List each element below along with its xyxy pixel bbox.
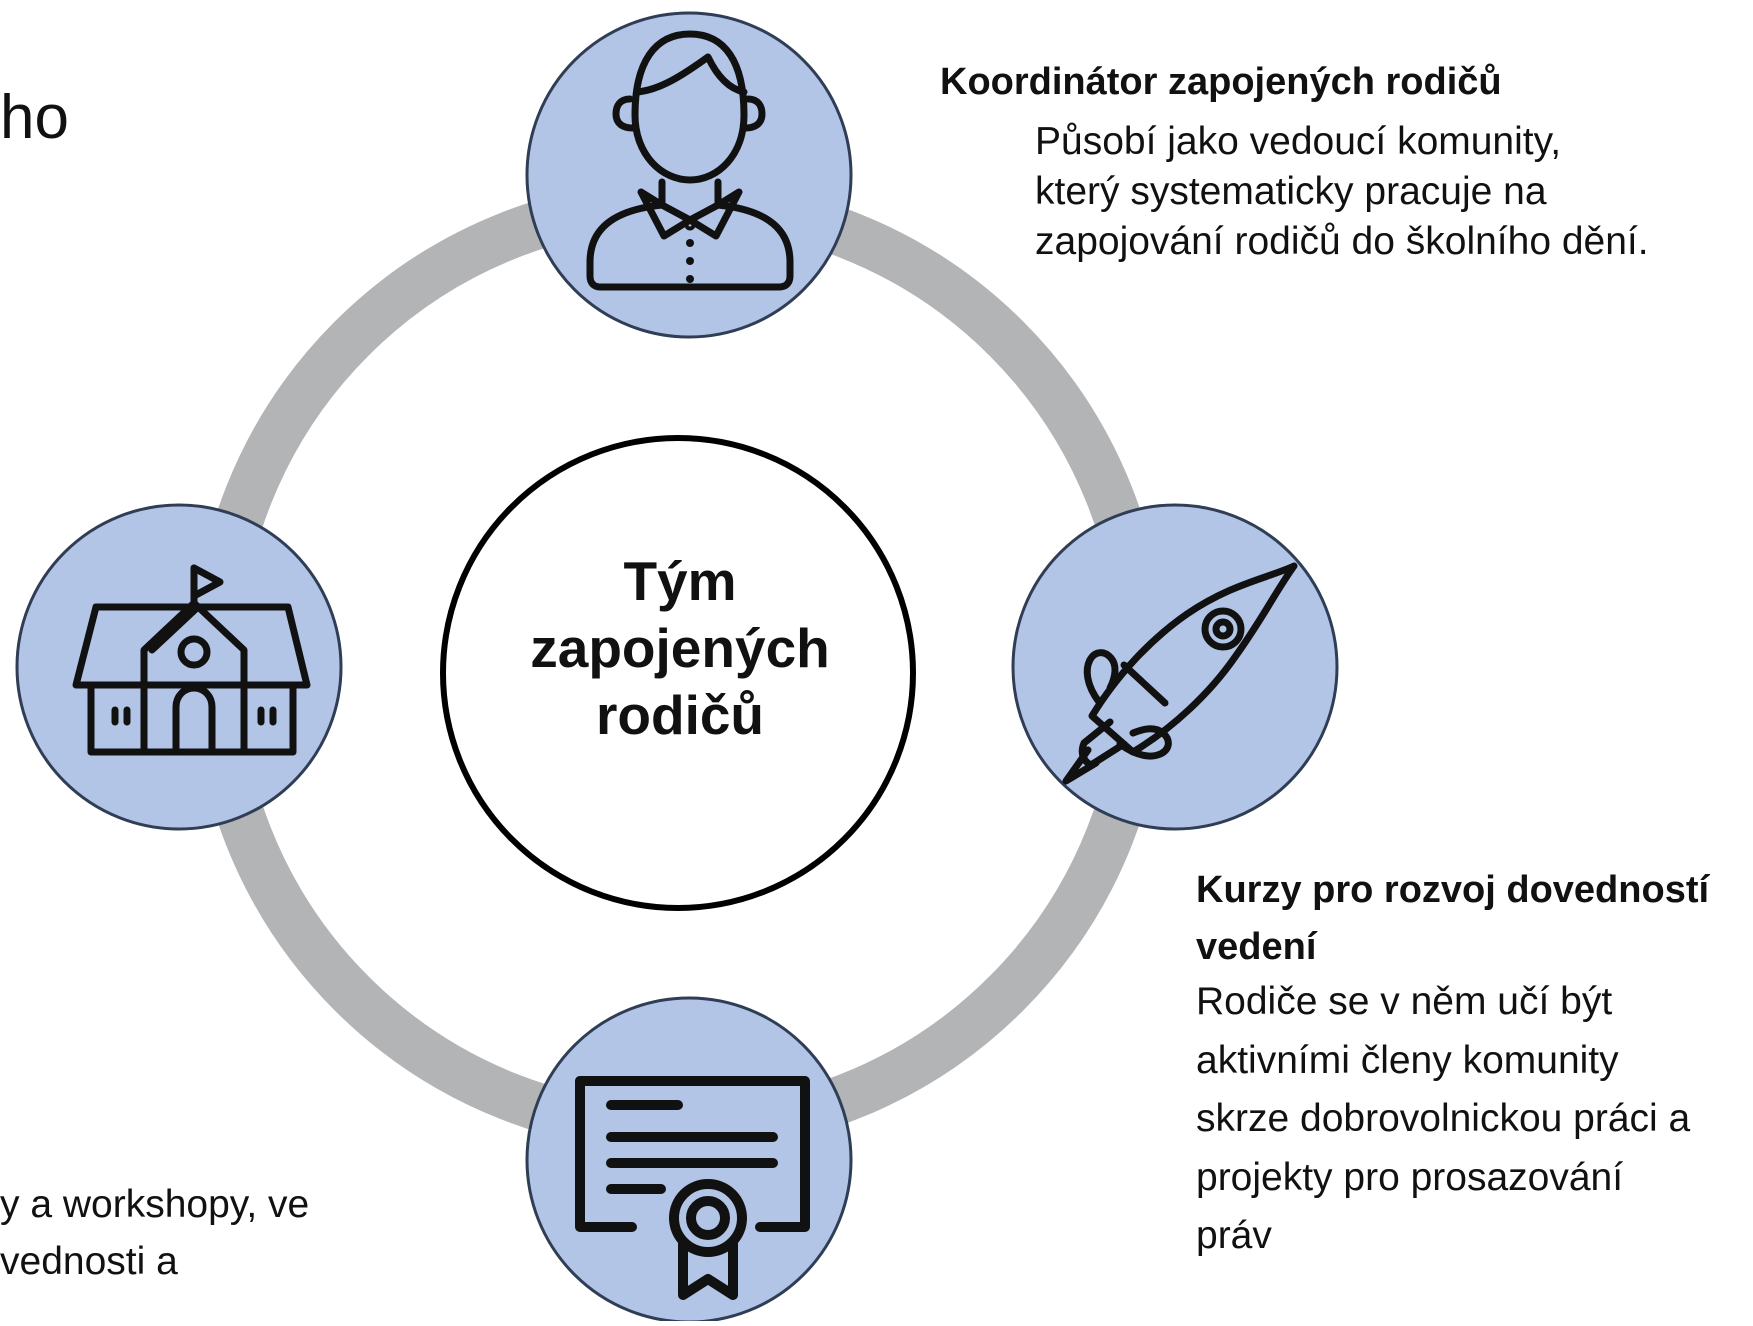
node-top-circle: [525, 11, 853, 339]
leadership-course-title: Kurzy pro rozvoj dovedností vedení: [1196, 862, 1709, 976]
center-label-line-2: zapojených: [530, 617, 830, 680]
coordinator-line-2: který systematicky pracuje na: [1035, 169, 1547, 213]
leadership-line-3: skrze dobrovolnickou práci a: [1196, 1097, 1691, 1140]
node-right-circle: [1011, 503, 1339, 831]
node-left-circle: [15, 503, 343, 831]
leadership-course-description: Rodiče se v něm učí být aktivními členy …: [1196, 973, 1690, 1266]
workshop-description-fragment: y a workshopy, ve vednosti a: [0, 1177, 309, 1290]
workshop-line-1: y a workshopy, ve: [0, 1183, 310, 1226]
coordinator-description: Působí jako vedoucí komunity, který syst…: [1035, 117, 1649, 267]
center-label-line-3: rodičů: [595, 684, 765, 747]
leadership-line-4: projekty pro prosazování: [1196, 1155, 1624, 1199]
coordinator-line-1: Působí jako vedoucí komunity,: [1035, 120, 1562, 163]
center-label: Tým zapojených rodičů: [500, 548, 860, 749]
coordinator-title: Koordinátor zapojených rodičů: [940, 61, 1502, 103]
leadership-title-line-2: vedení: [1196, 926, 1317, 968]
person-icon: [586, 30, 794, 291]
leadership-title-line-1: Kurzy pro rozvoj dovedností: [1196, 869, 1710, 911]
leadership-line-1: Rodiče se v něm učí být: [1196, 980, 1613, 1023]
certificate-icon: [575, 1076, 810, 1300]
center-circle: [440, 435, 916, 911]
leadership-line-5: práv: [1196, 1214, 1272, 1257]
coordinator-line-3: zapojování rodičů do školního dění.: [1035, 219, 1649, 263]
school-icon: [72, 564, 311, 756]
page-title-fragment: ho: [0, 83, 69, 152]
rocket-icon: [1062, 562, 1298, 785]
center-label-line-1: Tým: [623, 550, 737, 612]
workshop-line-2: vednosti a: [0, 1239, 178, 1283]
leadership-line-2: aktivními členy komunity: [1196, 1038, 1619, 1082]
